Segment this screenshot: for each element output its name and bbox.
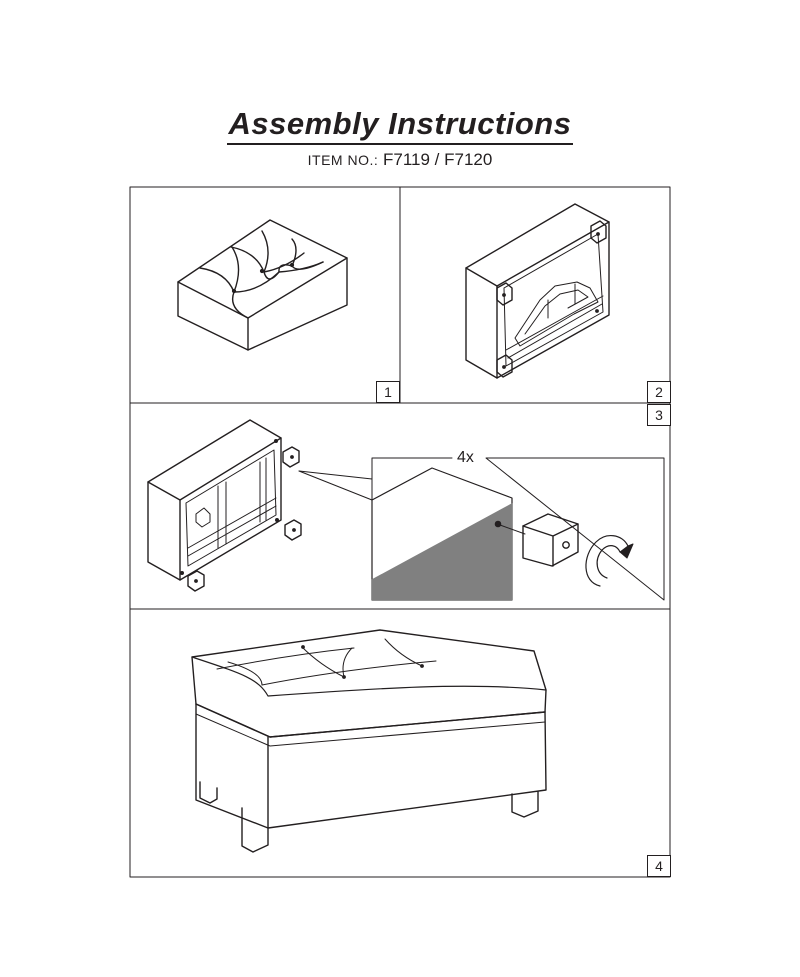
leg-part	[284, 519, 302, 541]
item-number: ITEM NO.: F7119 / F7120	[0, 150, 800, 170]
shaded-surface	[371, 503, 513, 601]
corner-bracket	[496, 354, 513, 378]
leg-part	[187, 570, 205, 592]
step3-detail-view	[371, 457, 665, 601]
step4-finished-ottoman	[191, 629, 547, 853]
corner-bracket	[496, 282, 513, 306]
leg-part	[282, 446, 300, 468]
leg-bracket-detail	[522, 513, 579, 567]
page-title: Assembly Instructions	[0, 106, 800, 145]
corner-bracket	[590, 220, 607, 244]
step-number-1: 1	[376, 381, 400, 403]
step3-box-with-legs	[147, 419, 373, 592]
step1-ottoman-box	[177, 219, 348, 351]
leg-front-left	[241, 807, 269, 853]
step-number-3: 3	[647, 404, 671, 426]
quantity-label: 4x	[454, 449, 477, 467]
rotate-arrow-icon	[585, 535, 634, 587]
item-number-label: ITEM NO.:	[307, 152, 379, 168]
item-number-value: F7119 / F7120	[383, 150, 493, 169]
step-number-2: 2	[647, 381, 671, 403]
leg-front-right	[511, 791, 539, 818]
step2-box-bottom-view	[465, 203, 610, 379]
leg-back	[199, 781, 218, 804]
step-number-4: 4	[647, 855, 671, 877]
panel-frames	[129, 186, 671, 878]
